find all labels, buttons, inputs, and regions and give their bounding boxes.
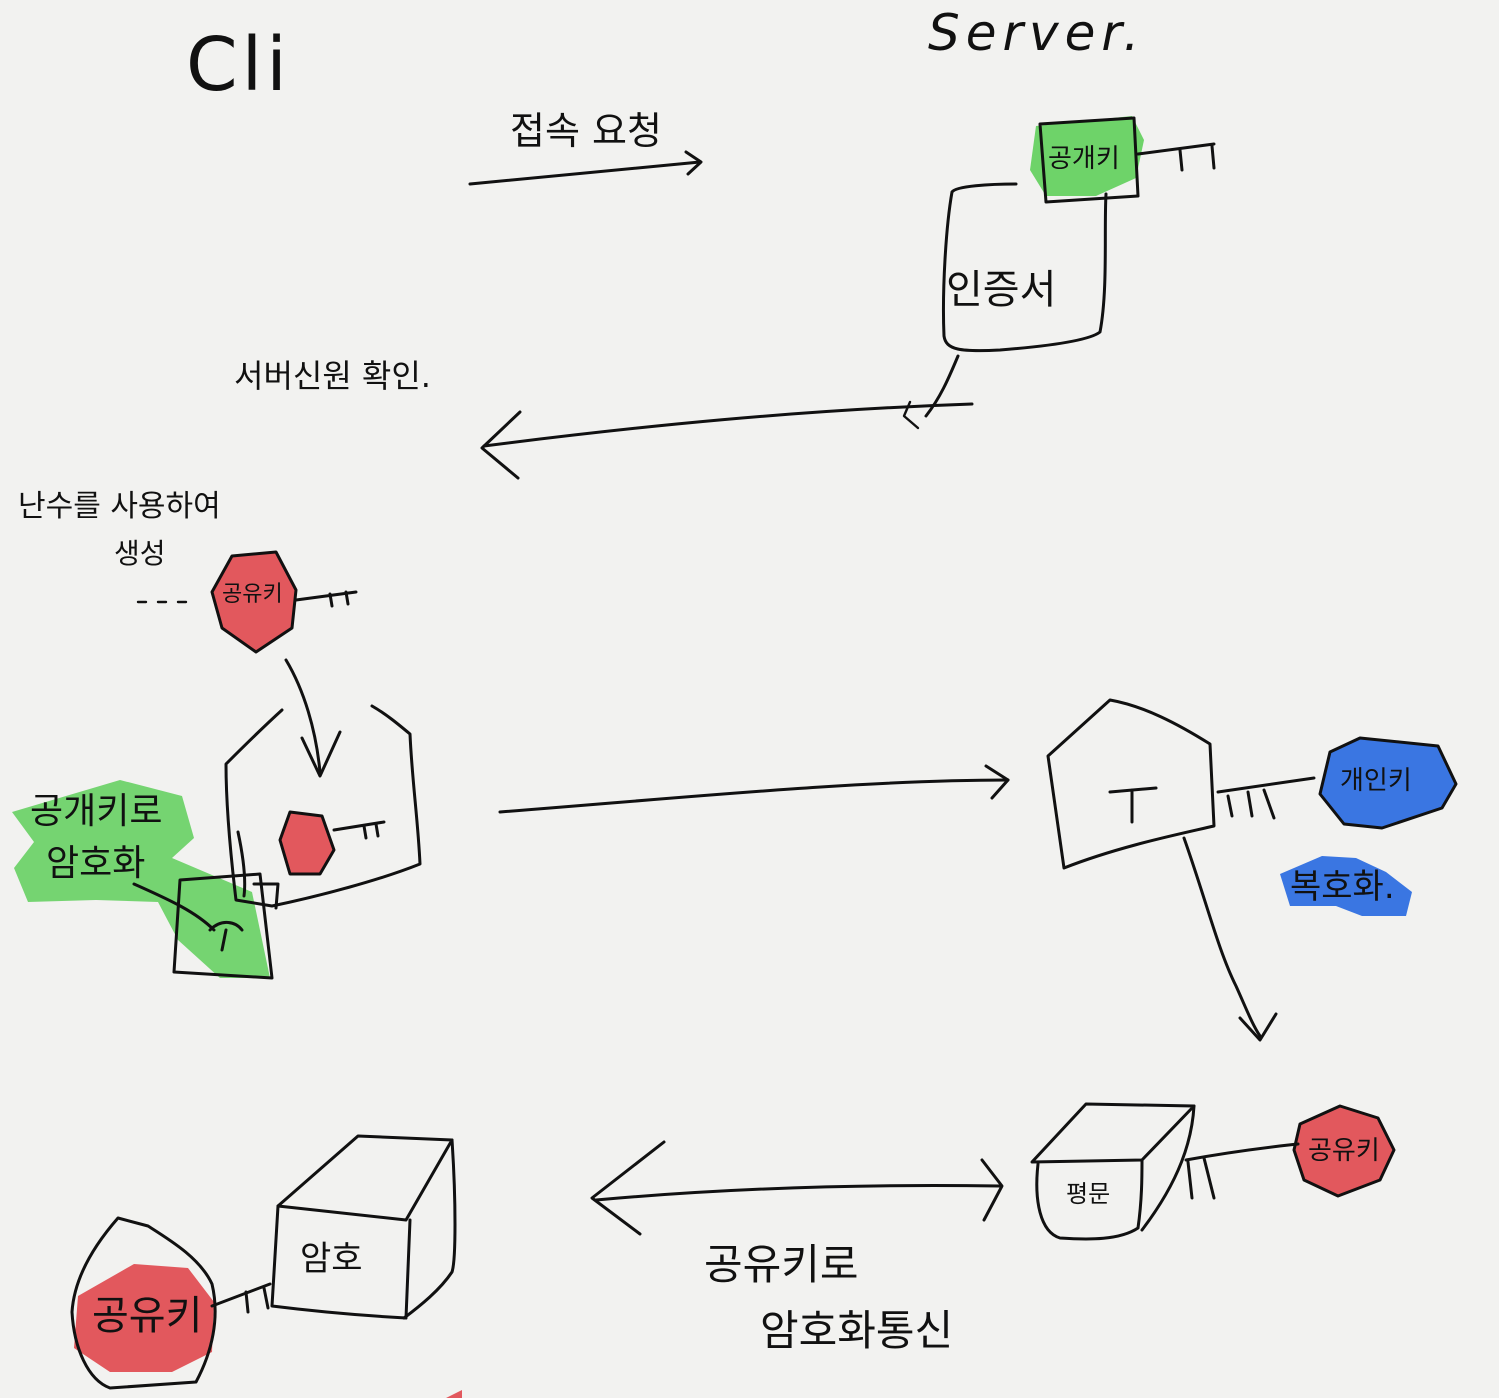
verify-label: 서버신원 확인. [234, 357, 431, 395]
red-fragment [446, 1390, 462, 1398]
shared-key-highlight-server [1294, 1106, 1394, 1196]
encrypted-package-icon [132, 830, 280, 980]
client-shared-key-icon [136, 550, 358, 654]
certificate-label: 인증서 [946, 267, 1057, 313]
server-shared-key-label: 공유키 [1308, 1136, 1380, 1166]
client-box-label: 암호 [300, 1239, 363, 1279]
generate-label-1: 난수를 사용하여 [18, 489, 221, 524]
insert-arrow [284, 658, 342, 778]
server-box-label: 평문 [1066, 1180, 1111, 1208]
generate-label-2: 생성 [114, 537, 166, 570]
send-arrow [498, 764, 1010, 814]
shared-key-highlight-box [280, 812, 334, 874]
client-big-shared-key-icon [70, 1216, 272, 1390]
encrypt-highlight [12, 780, 270, 978]
certificate-icon [941, 182, 1108, 353]
decrypt-arrow [1182, 836, 1278, 1042]
private-key-highlight [1320, 738, 1456, 828]
verify-arrow [480, 354, 974, 480]
communicate-label-2: 암호화통신 [760, 1306, 954, 1355]
server-public-key-label: 공개키 [1048, 144, 1120, 174]
client-header: Cli [186, 22, 291, 108]
client-package-icon [224, 704, 422, 908]
server-package-icon [1046, 698, 1458, 870]
shared-key-highlight-client [212, 552, 296, 652]
encrypt-label-1: 공개키로 [30, 791, 163, 832]
decrypt-label: 복호화. [1290, 867, 1395, 907]
public-key-highlight [1030, 116, 1144, 196]
server-plaintext-box-icon [1030, 1102, 1396, 1241]
client-shared-key-label: 공유키 [222, 582, 283, 607]
client-big-shared-key-label: 공유키 [92, 1293, 203, 1339]
decrypt-highlight [1280, 856, 1412, 916]
client-ciphertext-box-icon [270, 1134, 457, 1320]
request-label: 접속 요청 [510, 109, 662, 153]
communicate-label-1: 공유키로 [704, 1240, 859, 1289]
shared-key-highlight-big [74, 1264, 214, 1372]
server-public-key-icon [1038, 116, 1216, 204]
server-header: Server. [928, 4, 1146, 62]
request-arrow [468, 150, 703, 186]
encrypt-label-2: 암호화 [46, 843, 146, 884]
private-key-label: 개인키 [1340, 766, 1412, 796]
bidirectional-arrow [590, 1140, 1004, 1236]
